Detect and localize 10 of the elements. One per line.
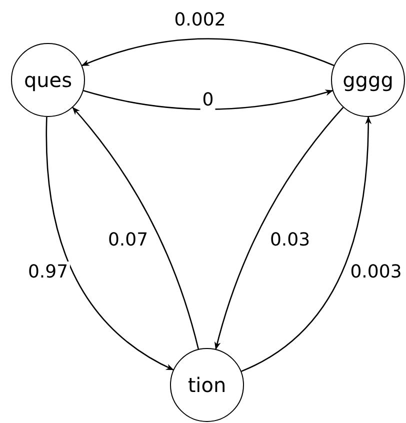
arrow	[72, 106, 199, 350]
state-circle: ques	[11, 43, 85, 117]
arrow	[46, 116, 174, 370]
arrow	[83, 89, 334, 110]
state-circle: gggg	[331, 43, 405, 117]
arrow	[241, 116, 372, 372]
edge-label: 0	[200, 90, 216, 110]
arrow	[81, 38, 334, 66]
arrow	[214, 106, 344, 350]
state-circle: tion	[170, 348, 244, 422]
